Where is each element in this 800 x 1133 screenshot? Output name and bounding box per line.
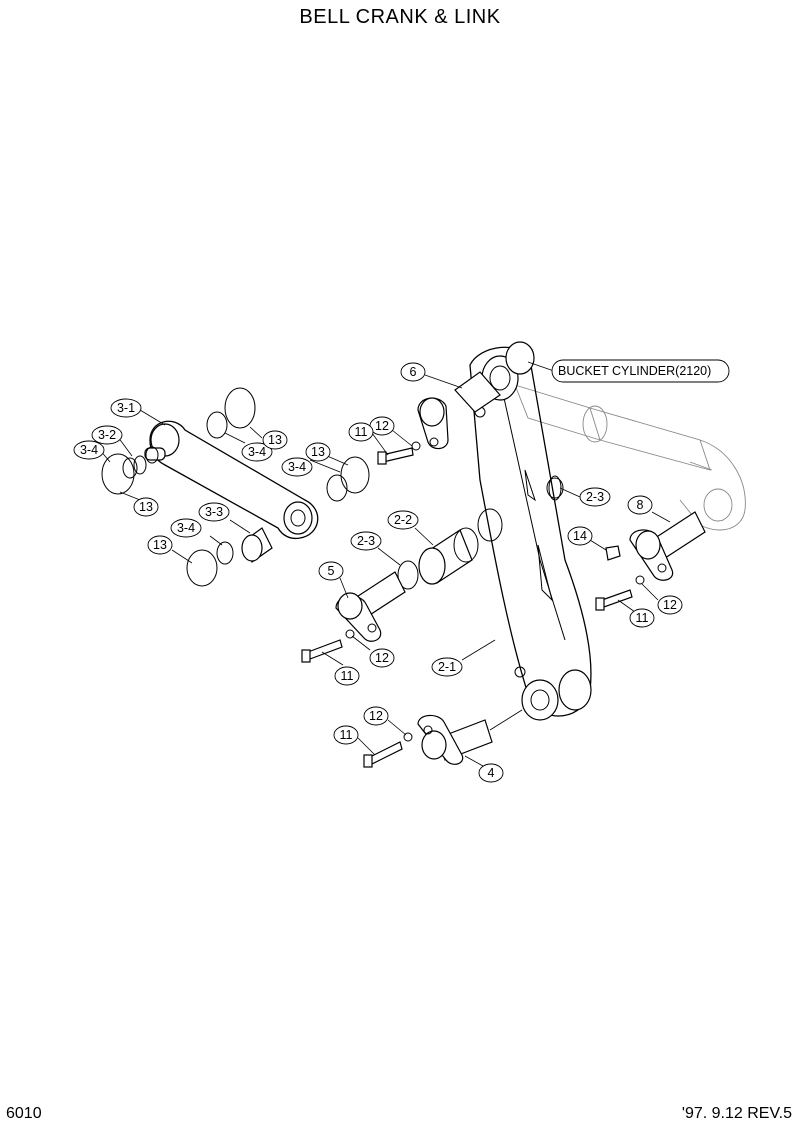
callout-bubble: 12: [369, 648, 395, 668]
callout-bubble: 11: [629, 608, 655, 628]
pin-6: [417, 371, 501, 450]
callout-bubble: 3-1: [110, 398, 142, 418]
revision-date: '97. 9.12 REV.5: [681, 1105, 792, 1122]
svg-text:2-3: 2-3: [586, 490, 604, 504]
svg-text:14: 14: [573, 529, 587, 543]
leader-lines: [99, 361, 671, 767]
callout-bubble: 2-2: [387, 510, 419, 530]
callout-bubble: 13: [262, 430, 288, 450]
svg-text:5: 5: [328, 564, 335, 578]
callout-bubble: 3-4: [281, 457, 313, 477]
svg-text:11: 11: [340, 728, 353, 742]
svg-text:12: 12: [375, 419, 389, 433]
svg-text:3-4: 3-4: [177, 521, 195, 535]
callout-bubble: 12: [657, 595, 683, 615]
callout-bubble: 3-4: [241, 442, 273, 462]
callout-bubble: 11: [334, 666, 360, 686]
callout-bubble: 14: [567, 526, 593, 546]
page-title: BELL CRANK & LINK: [299, 6, 501, 28]
svg-text:3-4: 3-4: [80, 443, 98, 457]
callout-bubble: 3-2: [91, 425, 123, 445]
svg-text:3-1: 3-1: [117, 401, 135, 415]
svg-text:6: 6: [410, 365, 417, 379]
callout-bubble: 11: [348, 422, 374, 442]
svg-text:13: 13: [153, 538, 167, 552]
callout-bubble: 6: [400, 362, 426, 382]
svg-text:4: 4: [488, 766, 495, 780]
svg-text:2-2: 2-2: [394, 513, 412, 527]
svg-text:13: 13: [268, 433, 282, 447]
svg-text:BUCKET CYLINDER(2120): BUCKET CYLINDER(2120): [558, 364, 711, 378]
callout-bubble: 13: [305, 442, 331, 462]
svg-text:3-3: 3-3: [205, 505, 223, 519]
svg-text:3-4: 3-4: [288, 460, 306, 474]
svg-text:11: 11: [636, 611, 649, 625]
callout-bubble: 3-4: [170, 518, 202, 538]
pin-4: [417, 714, 493, 765]
callout-bubble: 12: [369, 416, 395, 436]
callout-bubble: 2-1: [431, 657, 463, 677]
bolts-and-washers: [301, 441, 645, 768]
svg-text:2-1: 2-1: [438, 660, 456, 674]
svg-text:11: 11: [341, 669, 354, 683]
svg-text:8: 8: [637, 498, 644, 512]
callout-bubble: 4: [478, 763, 504, 783]
link-rod: [144, 420, 319, 540]
svg-text:11: 11: [355, 425, 368, 439]
callout-bubble: 5: [318, 561, 344, 581]
pin-5: [335, 571, 406, 642]
svg-text:12: 12: [375, 651, 389, 665]
callout-bubble: 3-3: [198, 502, 230, 522]
callout-bubble: 13: [133, 497, 159, 517]
callout-bubble: 13: [147, 535, 173, 555]
svg-text:13: 13: [311, 445, 325, 459]
bucket-cylinder-label: BUCKET CYLINDER(2120): [551, 359, 730, 383]
callout-bubble: 12: [363, 706, 389, 726]
pin-8: [629, 511, 706, 581]
callout-bubble: 3-4: [73, 440, 105, 460]
page-number: 6010: [6, 1105, 42, 1122]
callout-bubble: 11: [333, 725, 359, 745]
svg-text:2-3: 2-3: [357, 534, 375, 548]
callout-bubble: 2-3: [350, 531, 382, 551]
svg-text:12: 12: [663, 598, 677, 612]
bushing-3-3: [241, 527, 273, 563]
grease-nipple-14: [605, 545, 621, 561]
callout-bubble: 2-3: [579, 487, 611, 507]
svg-text:12: 12: [369, 709, 383, 723]
svg-text:13: 13: [139, 500, 153, 514]
svg-text:3-2: 3-2: [98, 428, 116, 442]
seal-rings: [101, 387, 562, 590]
bell-crank: [469, 341, 592, 721]
svg-text:3-4: 3-4: [248, 445, 266, 459]
bucket-cylinder-outline: [514, 384, 746, 531]
bushing-2-2: [418, 527, 479, 585]
callout-bubble: 8: [627, 495, 653, 515]
